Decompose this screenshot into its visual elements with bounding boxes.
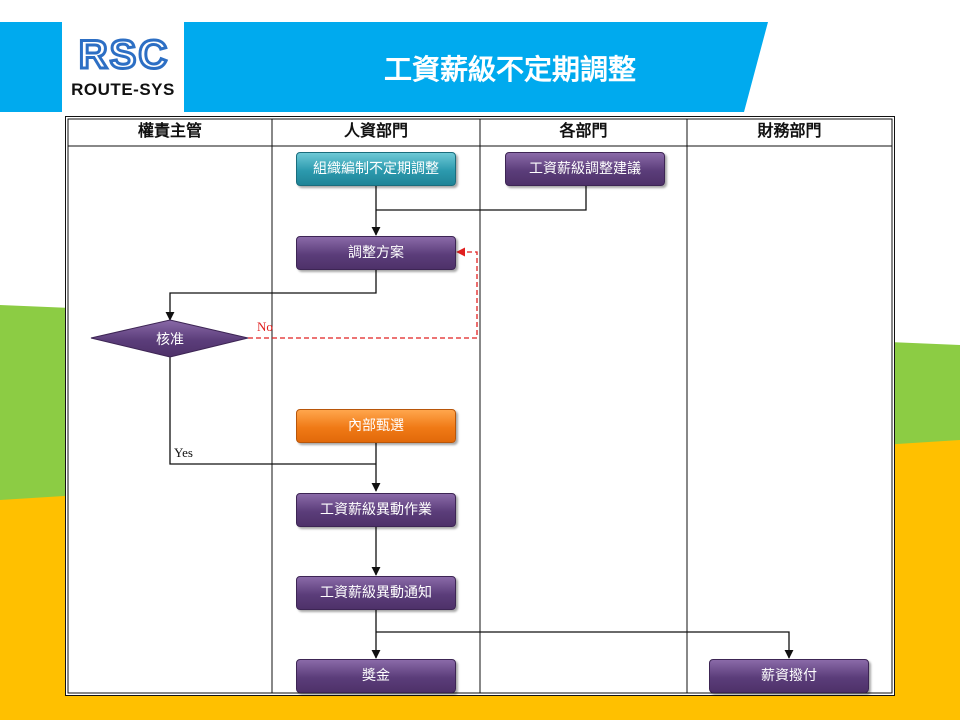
- edge-approve-yes: [169, 357, 376, 465]
- edge-plan-to-approve: [165, 268, 377, 321]
- logo-text: ROUTE-SYS: [71, 80, 175, 99]
- node-plan: 調整方案: [296, 236, 456, 270]
- node-salary-suggest: 工資薪級調整建議: [505, 152, 665, 186]
- edge-label-yes: Yes: [174, 445, 193, 460]
- header-bar: [0, 22, 768, 112]
- approve-diamond: [90, 319, 249, 358]
- lane-header-departments: 各部門: [559, 121, 608, 140]
- logo-mark: RSC: [77, 34, 169, 74]
- company-logo: RSC ROUTE-SYS: [62, 22, 184, 112]
- node-change-notice: 工資薪級異動通知: [296, 576, 456, 610]
- lane-header-hr: 人資部門: [343, 121, 408, 140]
- node-internal-select: 內部甄選: [296, 409, 456, 443]
- edge-label-no: No: [257, 319, 273, 334]
- edge-suggest-to-plan: [376, 184, 587, 211]
- lane-header-finance: 財務部門: [757, 121, 822, 140]
- swimlane-flowchart: 權責主管 人資部門 各部門 財務部門 組織編制不定期調整 工資薪級調整建議 調整…: [65, 116, 895, 696]
- node-approve-label: 核准: [156, 332, 184, 348]
- node-change-op: 工資薪級異動作業: [296, 493, 456, 527]
- svg-text:RSC: RSC: [79, 34, 169, 74]
- page-title: 工資薪級不定期調整: [383, 53, 636, 86]
- edge-approve-no: [248, 247, 478, 339]
- lane-header-supervisor: 權責主管: [137, 121, 202, 140]
- node-payroll: 薪資撥付: [709, 659, 869, 693]
- node-org-adjust: 組織編制不定期調整: [296, 152, 456, 186]
- flowchart-lines: [65, 116, 895, 696]
- edge-notice-to-payroll: [376, 631, 794, 659]
- node-bonus: 獎金: [296, 659, 456, 693]
